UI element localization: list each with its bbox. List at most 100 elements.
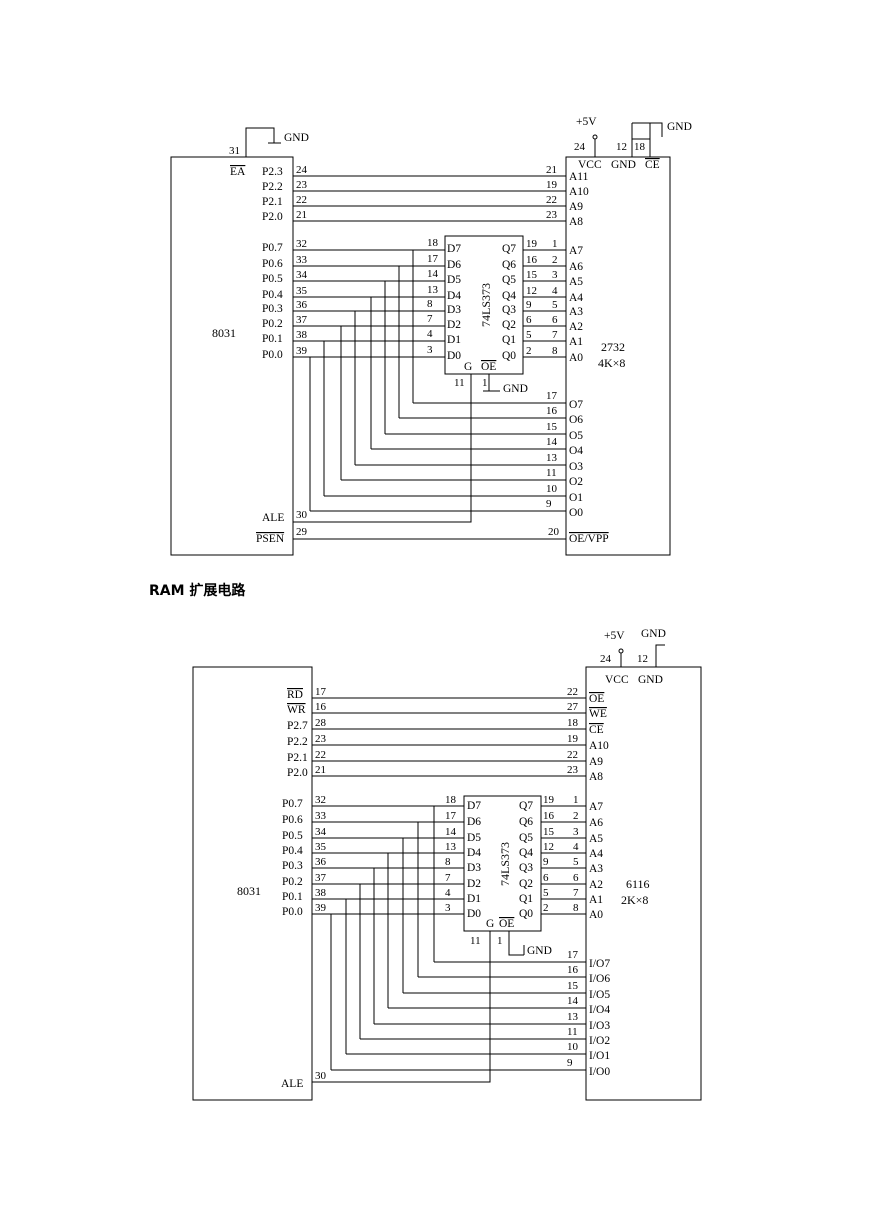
mem-pin-number: 19 [546,179,558,191]
cpu-pin-label: P0.1 [262,333,283,345]
ale-label-2: ALE [281,1078,303,1090]
mem-pin-number: 4 [573,841,579,853]
latch-name-label: 74LS373 [479,283,493,327]
ale-label: ALE [262,512,284,524]
latch-d-label: D0 [467,908,481,920]
latch-d-label: D7 [467,800,481,812]
cpu-pin-label: P2.3 [262,166,283,178]
mem-data-label: O1 [569,492,583,504]
mem-data-label: O6 [569,414,583,426]
latch-q-label: Q2 [519,878,533,890]
cpu-pin-label: P0.4 [282,845,303,857]
latch-q-label: Q5 [502,274,516,286]
ram-size-label: 2K×8 [621,893,648,907]
mem-pin-number: 27 [567,701,579,713]
cpu-pin-number: 38 [315,887,327,899]
oe-gnd-wire-2 [508,931,524,956]
latch-pin-number: 4 [427,328,433,340]
cpu-pin-label: P0.7 [282,798,303,810]
cpu-name-label: 8031 [212,326,236,340]
mem-data-label: I/O6 [589,973,610,985]
latch-q-label: Q4 [519,847,533,859]
latch-pin-number: 8 [445,856,451,868]
latch-pin-number: 18 [427,237,439,249]
oe-gnd-label: GND [503,383,528,395]
latch-d-label: D5 [467,832,481,844]
latch-74ls373-box-2 [463,795,542,932]
cpu-pin-number: 35 [296,285,308,297]
latch-q-label: Q7 [502,243,516,255]
latch-g-pin-number-2: 11 [470,935,481,947]
mem-pin-number: 19 [567,733,579,745]
mem-pin-number: 16 [546,405,558,417]
mem-pin-number: 17 [567,949,579,961]
cpu-pin-number: 36 [315,856,327,868]
mem-pin-number: 22 [567,749,578,761]
mem-pin-label: WE [589,708,607,720]
latch-q-label: Q2 [502,319,516,331]
latch-pin-number: 15 [543,826,555,838]
mem-pin-label: A5 [589,833,603,845]
cpu-pin-number: 32 [315,794,326,806]
mem-pin-number: 8 [573,902,579,914]
cpu-pin-number: 36 [296,299,308,311]
ce-pin-label: CE [645,159,660,171]
latch-d-label: D7 [447,243,461,255]
vcc-pin-number: 24 [574,141,586,153]
mem-pin-number: 1 [552,238,558,250]
latch-d-label: D2 [467,878,481,890]
cpu-pin-number: 39 [315,902,327,914]
mem-pin-number: 11 [567,1026,578,1038]
cpu-pin-number: 34 [315,826,327,838]
cpu-pin-label: P2.1 [262,196,283,208]
mem-pin-number: 9 [567,1057,573,1069]
mem-pin-number: 1 [573,794,579,806]
latch-d-label: D1 [467,893,481,905]
latch-d-label: D3 [447,304,461,316]
cpu-pin-number: 38 [296,329,308,341]
cpu-pin-label: P0.7 [262,242,283,254]
latch-74ls373-box [444,235,524,375]
mem-pin-label: A2 [569,321,583,333]
mem-pin-label: A10 [589,740,609,752]
mem-data-label: O7 [569,399,583,411]
latch-pin-number: 5 [543,887,549,899]
mem-data-label: I/O2 [589,1035,610,1047]
eprom-name-label: 2732 [601,340,625,354]
latch-q-label: Q7 [519,800,533,812]
latch-d-label: D1 [447,334,461,346]
vcc-terminal-2 [618,648,624,654]
cpu-pin-label: P2.1 [287,752,308,764]
mem-pin-number: 3 [573,826,579,838]
cpu-pin-label: P0.5 [282,830,303,842]
mem-data-label: I/O7 [589,958,610,970]
mem-pin-label: A7 [589,801,603,813]
vcc-pin-label: VCC [578,159,602,171]
cpu-pin-number: 21 [315,764,326,776]
mem-pin-label: A6 [569,261,583,273]
latch-q-label: Q4 [502,290,516,302]
latch-d-label: D2 [447,319,461,331]
cpu-pin-label: P0.3 [282,860,303,872]
latch-q-label: Q1 [519,893,533,905]
latch-name-label-2: 74LS373 [498,842,512,886]
latch-pin-number: 7 [445,872,451,884]
mem-pin-label: A7 [569,245,583,257]
ce-pin-number: 18 [634,141,646,153]
mem-pin-number: 20 [548,526,560,538]
ale-wire-2 [312,931,491,1083]
latch-q-label: Q1 [502,334,516,346]
mem-pin-label: A5 [569,276,583,288]
mem-data-label: O4 [569,445,583,457]
latch-pin-number: 5 [526,329,532,341]
mem-pin-label: A1 [589,894,603,906]
mem-pin-number: 13 [567,1011,579,1023]
mem-pin-number: 9 [546,498,552,510]
mem-oe-label: OE/VPP [569,533,609,545]
mem-pin-number: 18 [567,717,579,729]
cpu-pin-number: 22 [315,749,326,761]
latch-pin-number: 8 [427,298,433,310]
mem-pin-number: 15 [546,421,558,433]
ea-pin-number: 31 [229,145,240,157]
